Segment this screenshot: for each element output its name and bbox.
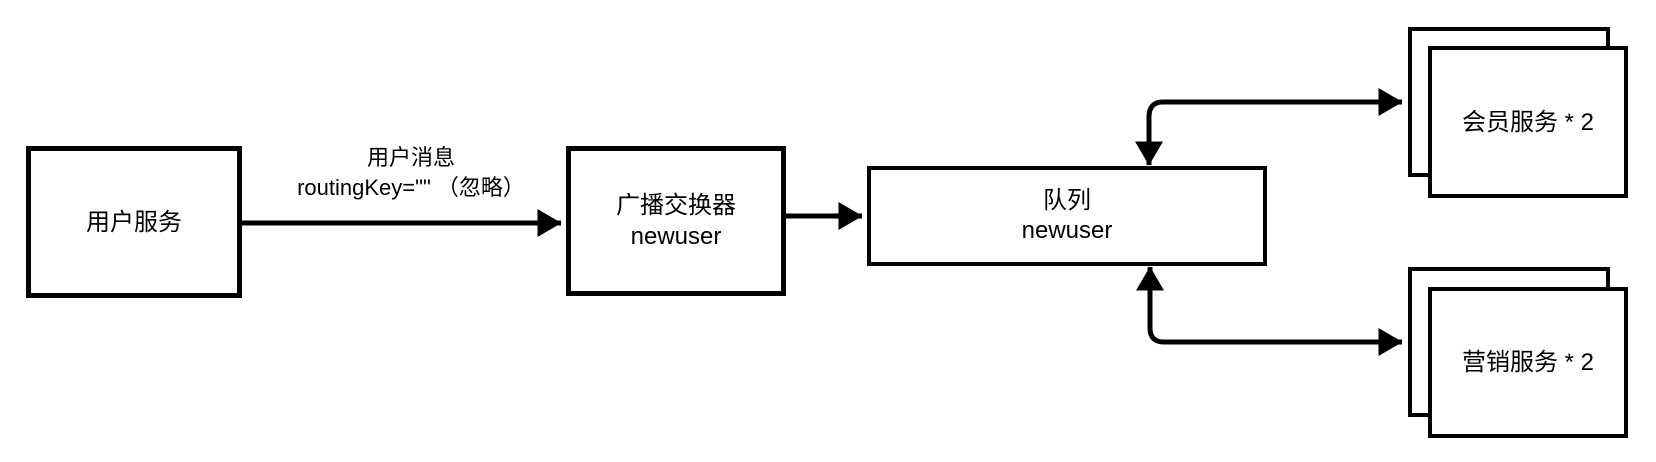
node-broadcast-exchange: 广播交换器 newuser <box>566 146 786 296</box>
node-member-service-label: 会员服务 * 2 <box>1461 108 1595 136</box>
edge-queue-marketing-connector <box>1136 266 1403 356</box>
node-broadcast-exchange-name: newuser <box>630 223 722 250</box>
node-queue: 队列 newuser <box>867 166 1267 266</box>
publish-edge-label-line1: 用户消息 <box>366 145 455 170</box>
node-queue-name: newuser <box>1021 217 1113 244</box>
publish-edge-label: 用户消息 routingKey="" （忽略） <box>251 143 571 203</box>
node-queue-label: 队列 <box>1043 187 1091 214</box>
node-marketing-service: 营销服务 * 2 <box>1428 287 1628 438</box>
publish-edge-label-line2: routingKey="" （忽略） <box>297 175 525 200</box>
node-user-service: 用户服务 <box>26 146 242 298</box>
node-user-service-label: 用户服务 <box>86 208 182 236</box>
edge-queue-member-connector <box>1135 88 1403 166</box>
node-marketing-service-label: 营销服务 * 2 <box>1461 349 1595 376</box>
node-broadcast-exchange-label: 广播交换器 <box>616 192 736 219</box>
node-member-service: 会员服务 * 2 <box>1428 46 1628 198</box>
